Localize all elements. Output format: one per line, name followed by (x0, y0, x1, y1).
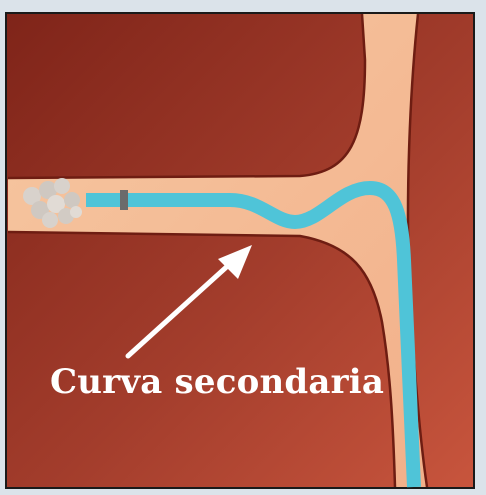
callout-label: Curva secondaria (50, 360, 370, 404)
catheter-marker-band (120, 190, 128, 210)
